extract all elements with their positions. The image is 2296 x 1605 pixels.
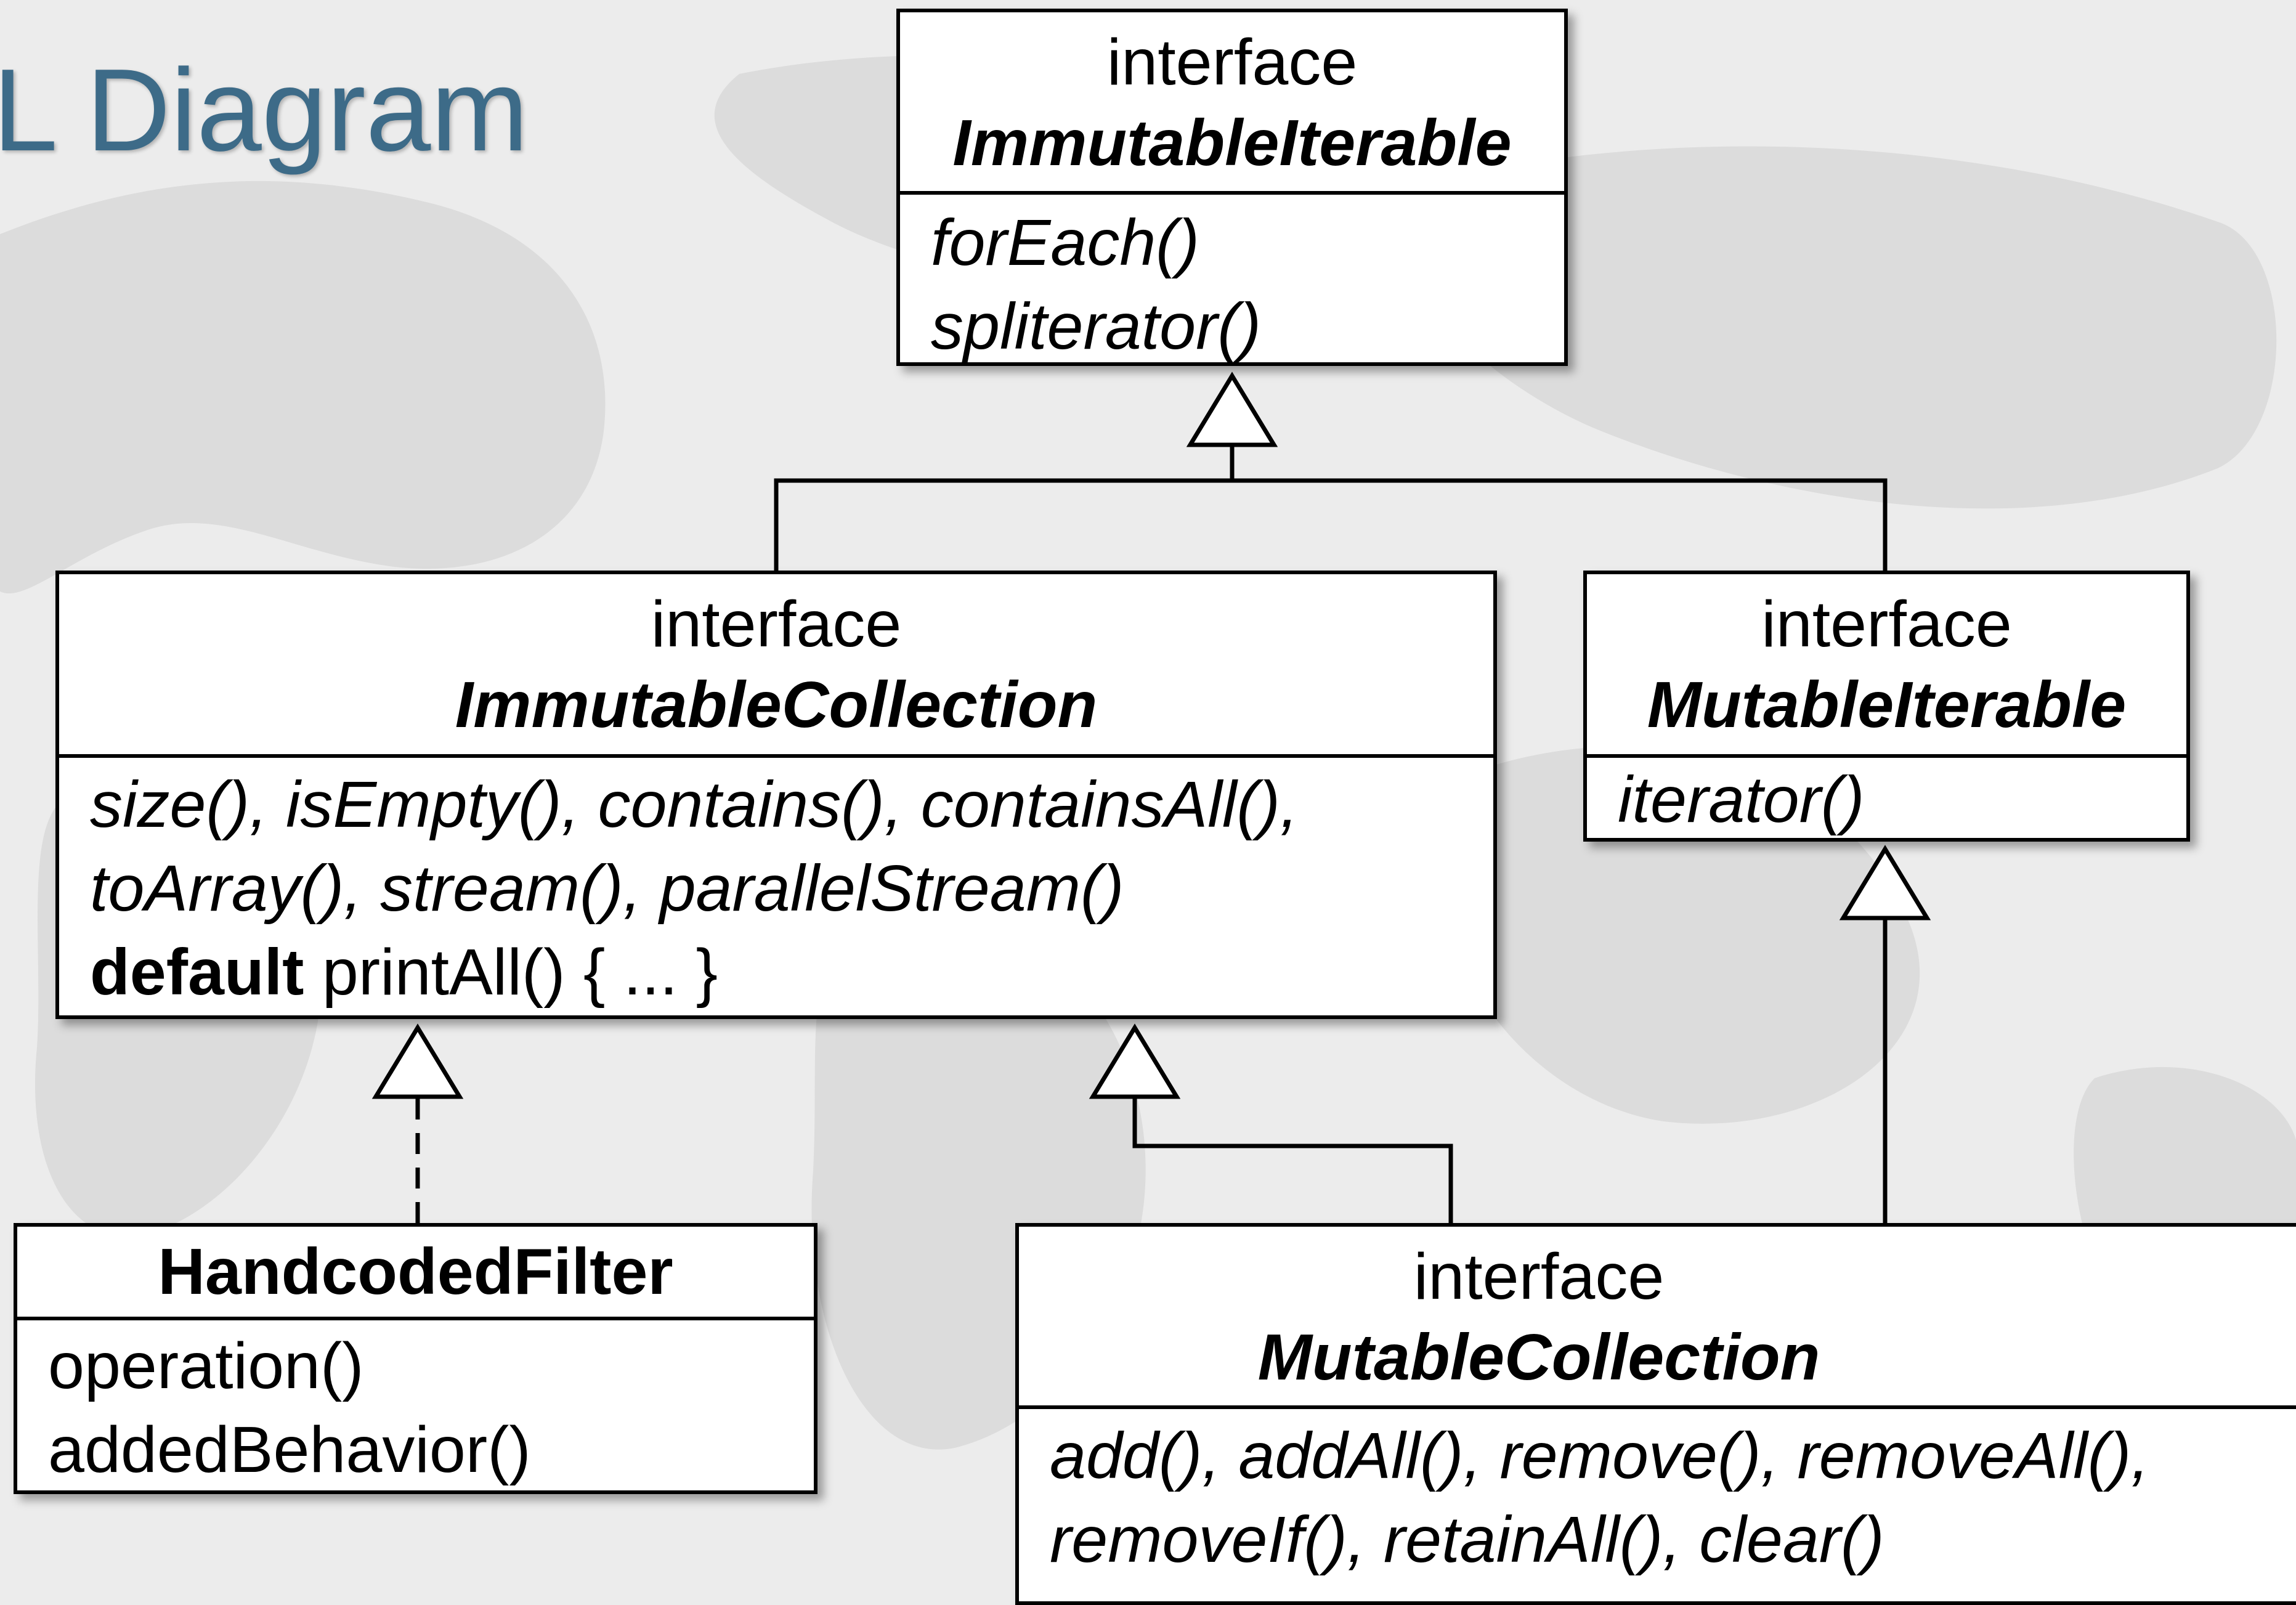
class-box-immutable-collection: interface ImmutableCollection size(), is… (55, 571, 1497, 1019)
stereotype-label: interface (651, 588, 902, 660)
method-item: toArray(), stream(), parallelStream() (90, 852, 1124, 925)
inheritance-arrowhead-immutablecollection-left (371, 1023, 464, 1099)
class-name: HandcodedFilter (158, 1235, 673, 1308)
inheritance-arrowhead-mutableiterable (1839, 845, 1931, 920)
stereotype-label: interface (1413, 1240, 1665, 1313)
method-item: size(), isEmpty(), contains(), containsA… (90, 768, 1299, 841)
inheritance-arrowhead-immutableiterable (1186, 372, 1278, 447)
method-item: addedBehavior() (48, 1413, 531, 1486)
method-item: forEach() (931, 206, 1199, 279)
inheritance-arrowhead-immutablecollection-right (1089, 1023, 1181, 1099)
class-box-handcoded-filter: HandcodedFilter operation() addedBehavio… (14, 1223, 817, 1494)
interface-name: MutableCollection (1257, 1321, 1820, 1394)
class-box-immutable-iterable: interface ImmutableIterable forEach() sp… (896, 9, 1568, 366)
interface-name: ImmutableCollection (455, 668, 1098, 741)
default-keyword: default (90, 936, 304, 1009)
generalization-line-collection-to-iterable (774, 478, 1232, 573)
class-box-mutable-collection: interface MutableCollection add(), addAl… (1015, 1223, 2296, 1605)
class-box-mutable-iterable: interface MutableIterable iterator() (1583, 571, 2190, 842)
interface-name: ImmutableIterable (952, 107, 1512, 179)
default-method-signature: printAll() { ... } (304, 936, 718, 1009)
stereotype-label: interface (1761, 588, 2012, 660)
stereotype-label: interface (1106, 26, 1358, 99)
generalization-line-mutablecollection-to-immutablecollection (1132, 1097, 1453, 1223)
method-item: add(), addAll(), remove(), removeAll(), (1050, 1420, 2149, 1492)
default-method-item: default printAll() { ... } (90, 930, 1493, 1014)
interface-name: MutableIterable (1647, 668, 2127, 741)
generalization-line-mutableiterable-to-iterable (1232, 478, 1888, 573)
method-item: operation() (48, 1330, 364, 1402)
method-item: removeIf(), retainAll(), clear() (1050, 1503, 1884, 1576)
method-item: spliterator() (931, 290, 1262, 363)
method-item: iterator() (1618, 763, 1865, 836)
slide-title: ML Diagram (0, 45, 529, 176)
